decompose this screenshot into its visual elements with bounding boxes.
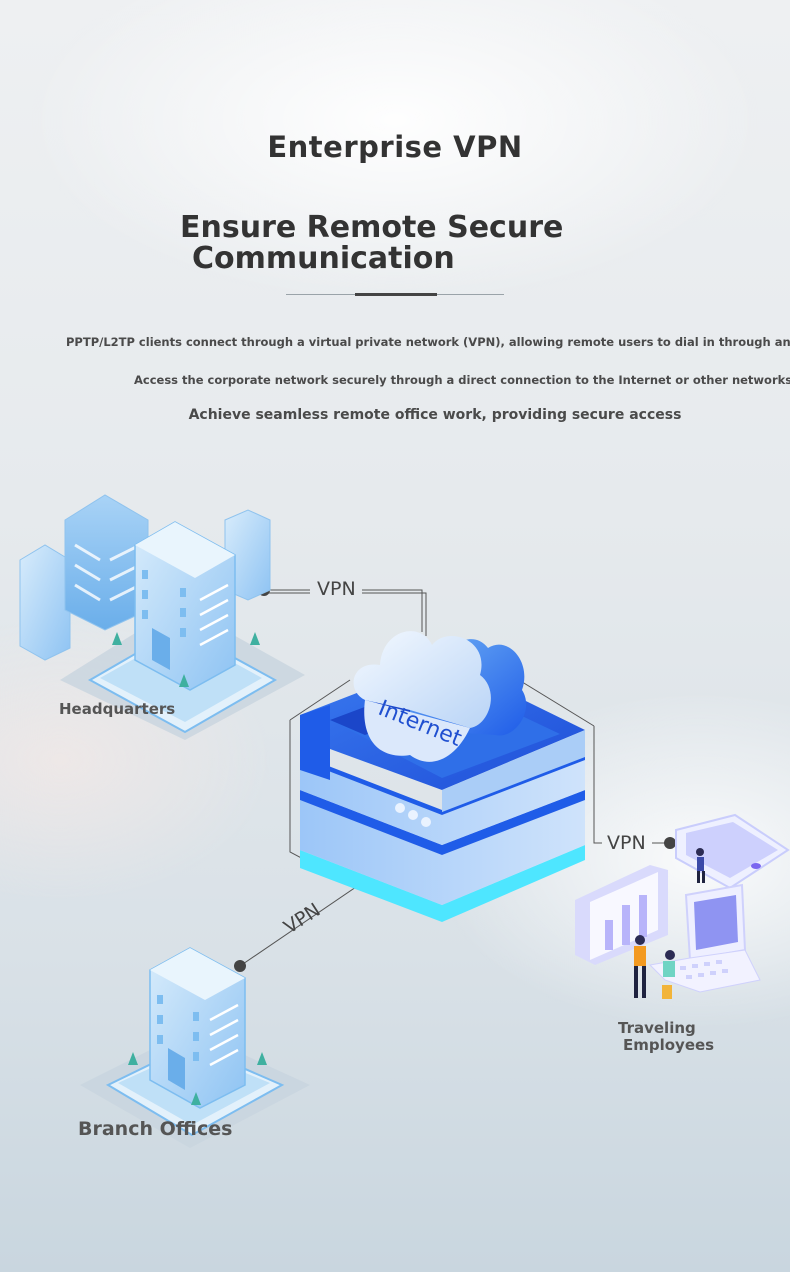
vpn-label-traveling: VPN (607, 832, 646, 854)
description-line-1: PPTP/L2TP clients connect through a virt… (66, 335, 790, 349)
branch-offices-label: Branch Offices (78, 1118, 233, 1140)
branch-node-dot (234, 960, 246, 972)
subtitle-line-2: Communication (192, 241, 455, 276)
traveling-employees-icon (575, 813, 790, 999)
headquarters-icon (19, 494, 305, 740)
page-title: Enterprise VPN (267, 130, 523, 164)
page-subtitle: Ensure Remote Secure Communication (180, 212, 563, 274)
headquarters-label: Headquarters (59, 700, 176, 718)
branch-office-icon (80, 947, 310, 1148)
vpn-label-headquarters: VPN (317, 578, 356, 600)
travel-node-dot (664, 837, 676, 849)
subtitle-line-1: Ensure Remote Secure (180, 210, 564, 245)
cloud-icon (353, 631, 527, 762)
traveling-label-line-2: Employees (623, 1036, 715, 1054)
traveling-label-line-1: Traveling (618, 1019, 696, 1037)
description-line-2: Access the corporate network securely th… (134, 373, 790, 387)
traveling-employees-label: Traveling Employees (618, 1020, 714, 1054)
title-divider-accent (355, 293, 437, 296)
description-line-3: Achieve seamless remote office work, pro… (188, 407, 682, 423)
